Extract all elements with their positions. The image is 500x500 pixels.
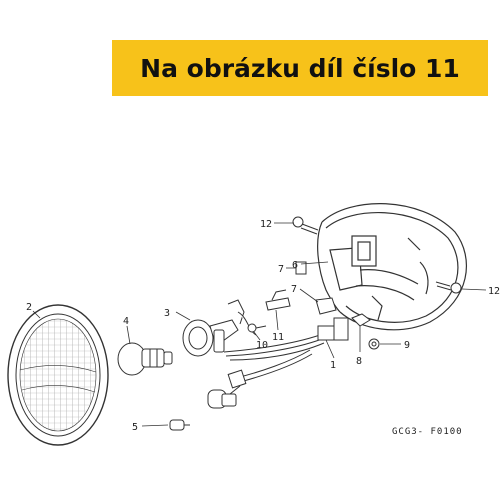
banner-text: Na obrázku díl číslo 11 [140,53,460,83]
part-number-banner: Na obrázku díl číslo 11 [112,40,488,96]
headlight-lens [7,304,109,446]
callout-12-left: 12 [260,219,272,230]
callout-1: 1 [330,360,336,371]
headlight-bulb [117,342,173,376]
nut-8 [351,313,371,327]
callout-9: 9 [404,340,410,351]
callout-7-upper: 7 [278,264,284,275]
callout-12-right: 12 [488,286,500,297]
callout-5: 5 [132,422,138,433]
screw-12-left [292,216,319,235]
callout-7-lower: 7 [291,284,297,295]
callout-8: 8 [356,356,362,367]
bracket-clips [265,261,337,315]
bulb-socket [182,299,257,357]
screw-10 [247,323,267,333]
wiring-harness [223,317,349,389]
headlight-case [317,202,468,331]
callout-6: 6 [292,260,298,271]
callout-3: 3 [164,308,170,319]
callout-leaders [32,222,487,427]
screw-9 [368,338,380,350]
position-lamp-bulb [169,385,241,431]
callout-2: 2 [26,302,32,313]
callout-4: 4 [123,316,129,327]
diagram-code: GCG3- F0100 [392,427,463,437]
screw-12-right [435,281,462,294]
callout-11: 11 [272,332,284,343]
callout-10: 10 [256,340,268,351]
